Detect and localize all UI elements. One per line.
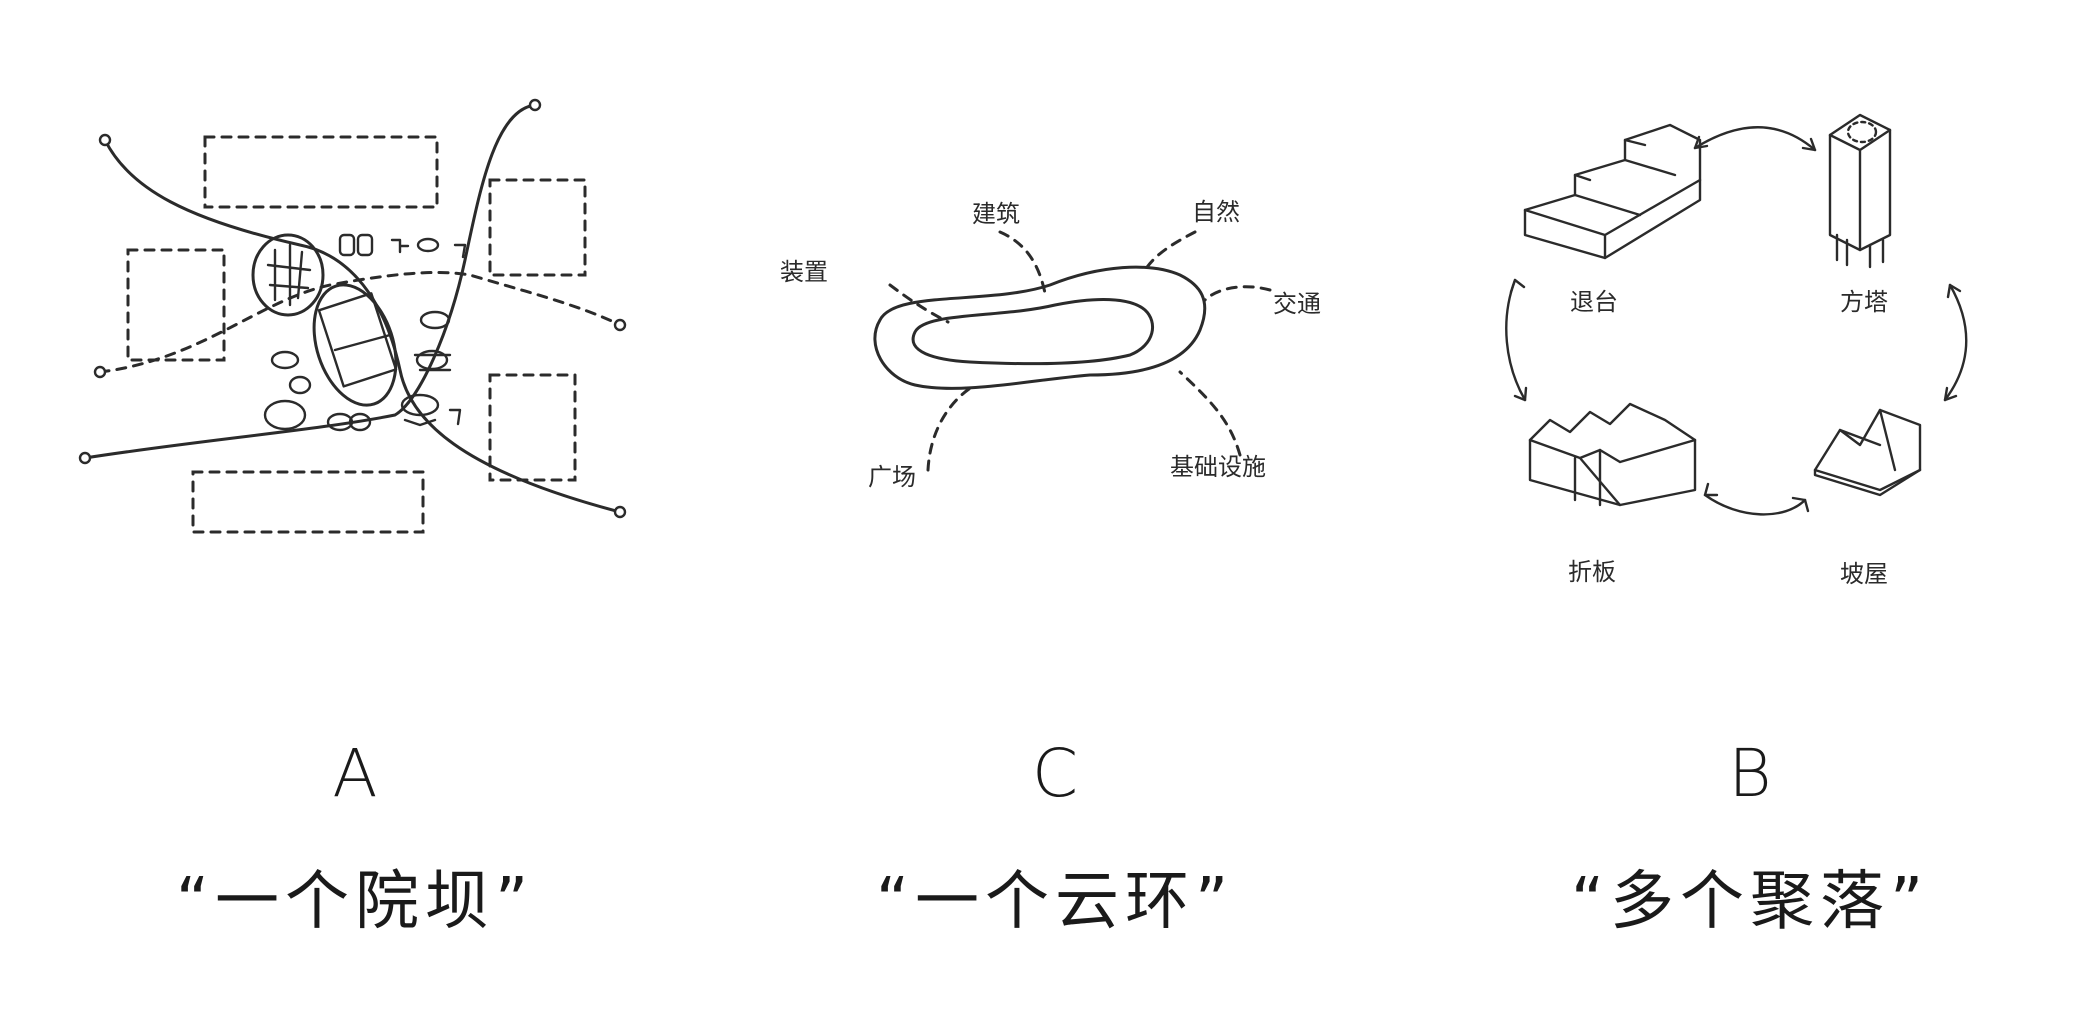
label-terrace: 退台 bbox=[1570, 288, 1618, 316]
panel-c: 建筑 自然 装置 交通 广场 基础设施 C “一个云环” bbox=[700, 0, 1400, 1022]
dashed-path bbox=[98, 270, 622, 374]
tower-block bbox=[1828, 113, 1892, 269]
cloud-ring-sketch: 建筑 自然 装置 交通 广场 基础设施 bbox=[780, 198, 1321, 491]
tree-circle bbox=[251, 233, 325, 317]
label-tower: 方塔 bbox=[1840, 288, 1888, 316]
label-infrastructure: 基础设施 bbox=[1170, 453, 1266, 481]
building-block bbox=[488, 178, 587, 277]
label-folded-plate: 折板 bbox=[1568, 558, 1616, 586]
panel-caption: “多个聚落” bbox=[1570, 865, 1930, 939]
label-pitched-roof: 坡屋 bbox=[1840, 560, 1888, 588]
label-plaza: 广场 bbox=[868, 463, 916, 491]
panel-b: 退台 方塔 折板 坡屋 B “多个聚落” bbox=[1400, 0, 2091, 1022]
courtyard-sketch bbox=[78, 98, 627, 534]
panel-caption: “一个院坝” bbox=[175, 865, 535, 939]
path-line bbox=[83, 103, 537, 460]
panel-caption: “一个云环” bbox=[875, 865, 1235, 939]
cycle-arrows bbox=[1505, 126, 1968, 516]
label-installation: 装置 bbox=[780, 258, 828, 286]
panel-letter: C bbox=[1031, 735, 1079, 812]
seating-glyphs bbox=[263, 233, 467, 432]
settlements-sketch: 退台 方塔 折板 坡屋 bbox=[1505, 113, 1968, 588]
cloud-ring-inner bbox=[911, 298, 1154, 366]
building-block bbox=[488, 373, 577, 482]
panel-letter: A bbox=[332, 735, 378, 812]
building-block bbox=[126, 248, 226, 362]
building-block bbox=[191, 470, 425, 534]
panel-letter: B bbox=[1728, 735, 1772, 812]
cloud-ring-outer bbox=[873, 265, 1207, 390]
courtyard-ellipse bbox=[312, 283, 398, 407]
panel-a: A “一个院坝” bbox=[0, 0, 700, 1022]
terrace-block bbox=[1523, 123, 1702, 260]
folded-plate-block bbox=[1528, 402, 1697, 507]
path-line bbox=[103, 138, 622, 514]
building-block bbox=[203, 135, 439, 209]
label-building: 建筑 bbox=[972, 200, 1020, 228]
label-nature: 自然 bbox=[1192, 198, 1240, 226]
pitched-roof-block bbox=[1813, 408, 1922, 497]
label-traffic: 交通 bbox=[1273, 290, 1321, 318]
